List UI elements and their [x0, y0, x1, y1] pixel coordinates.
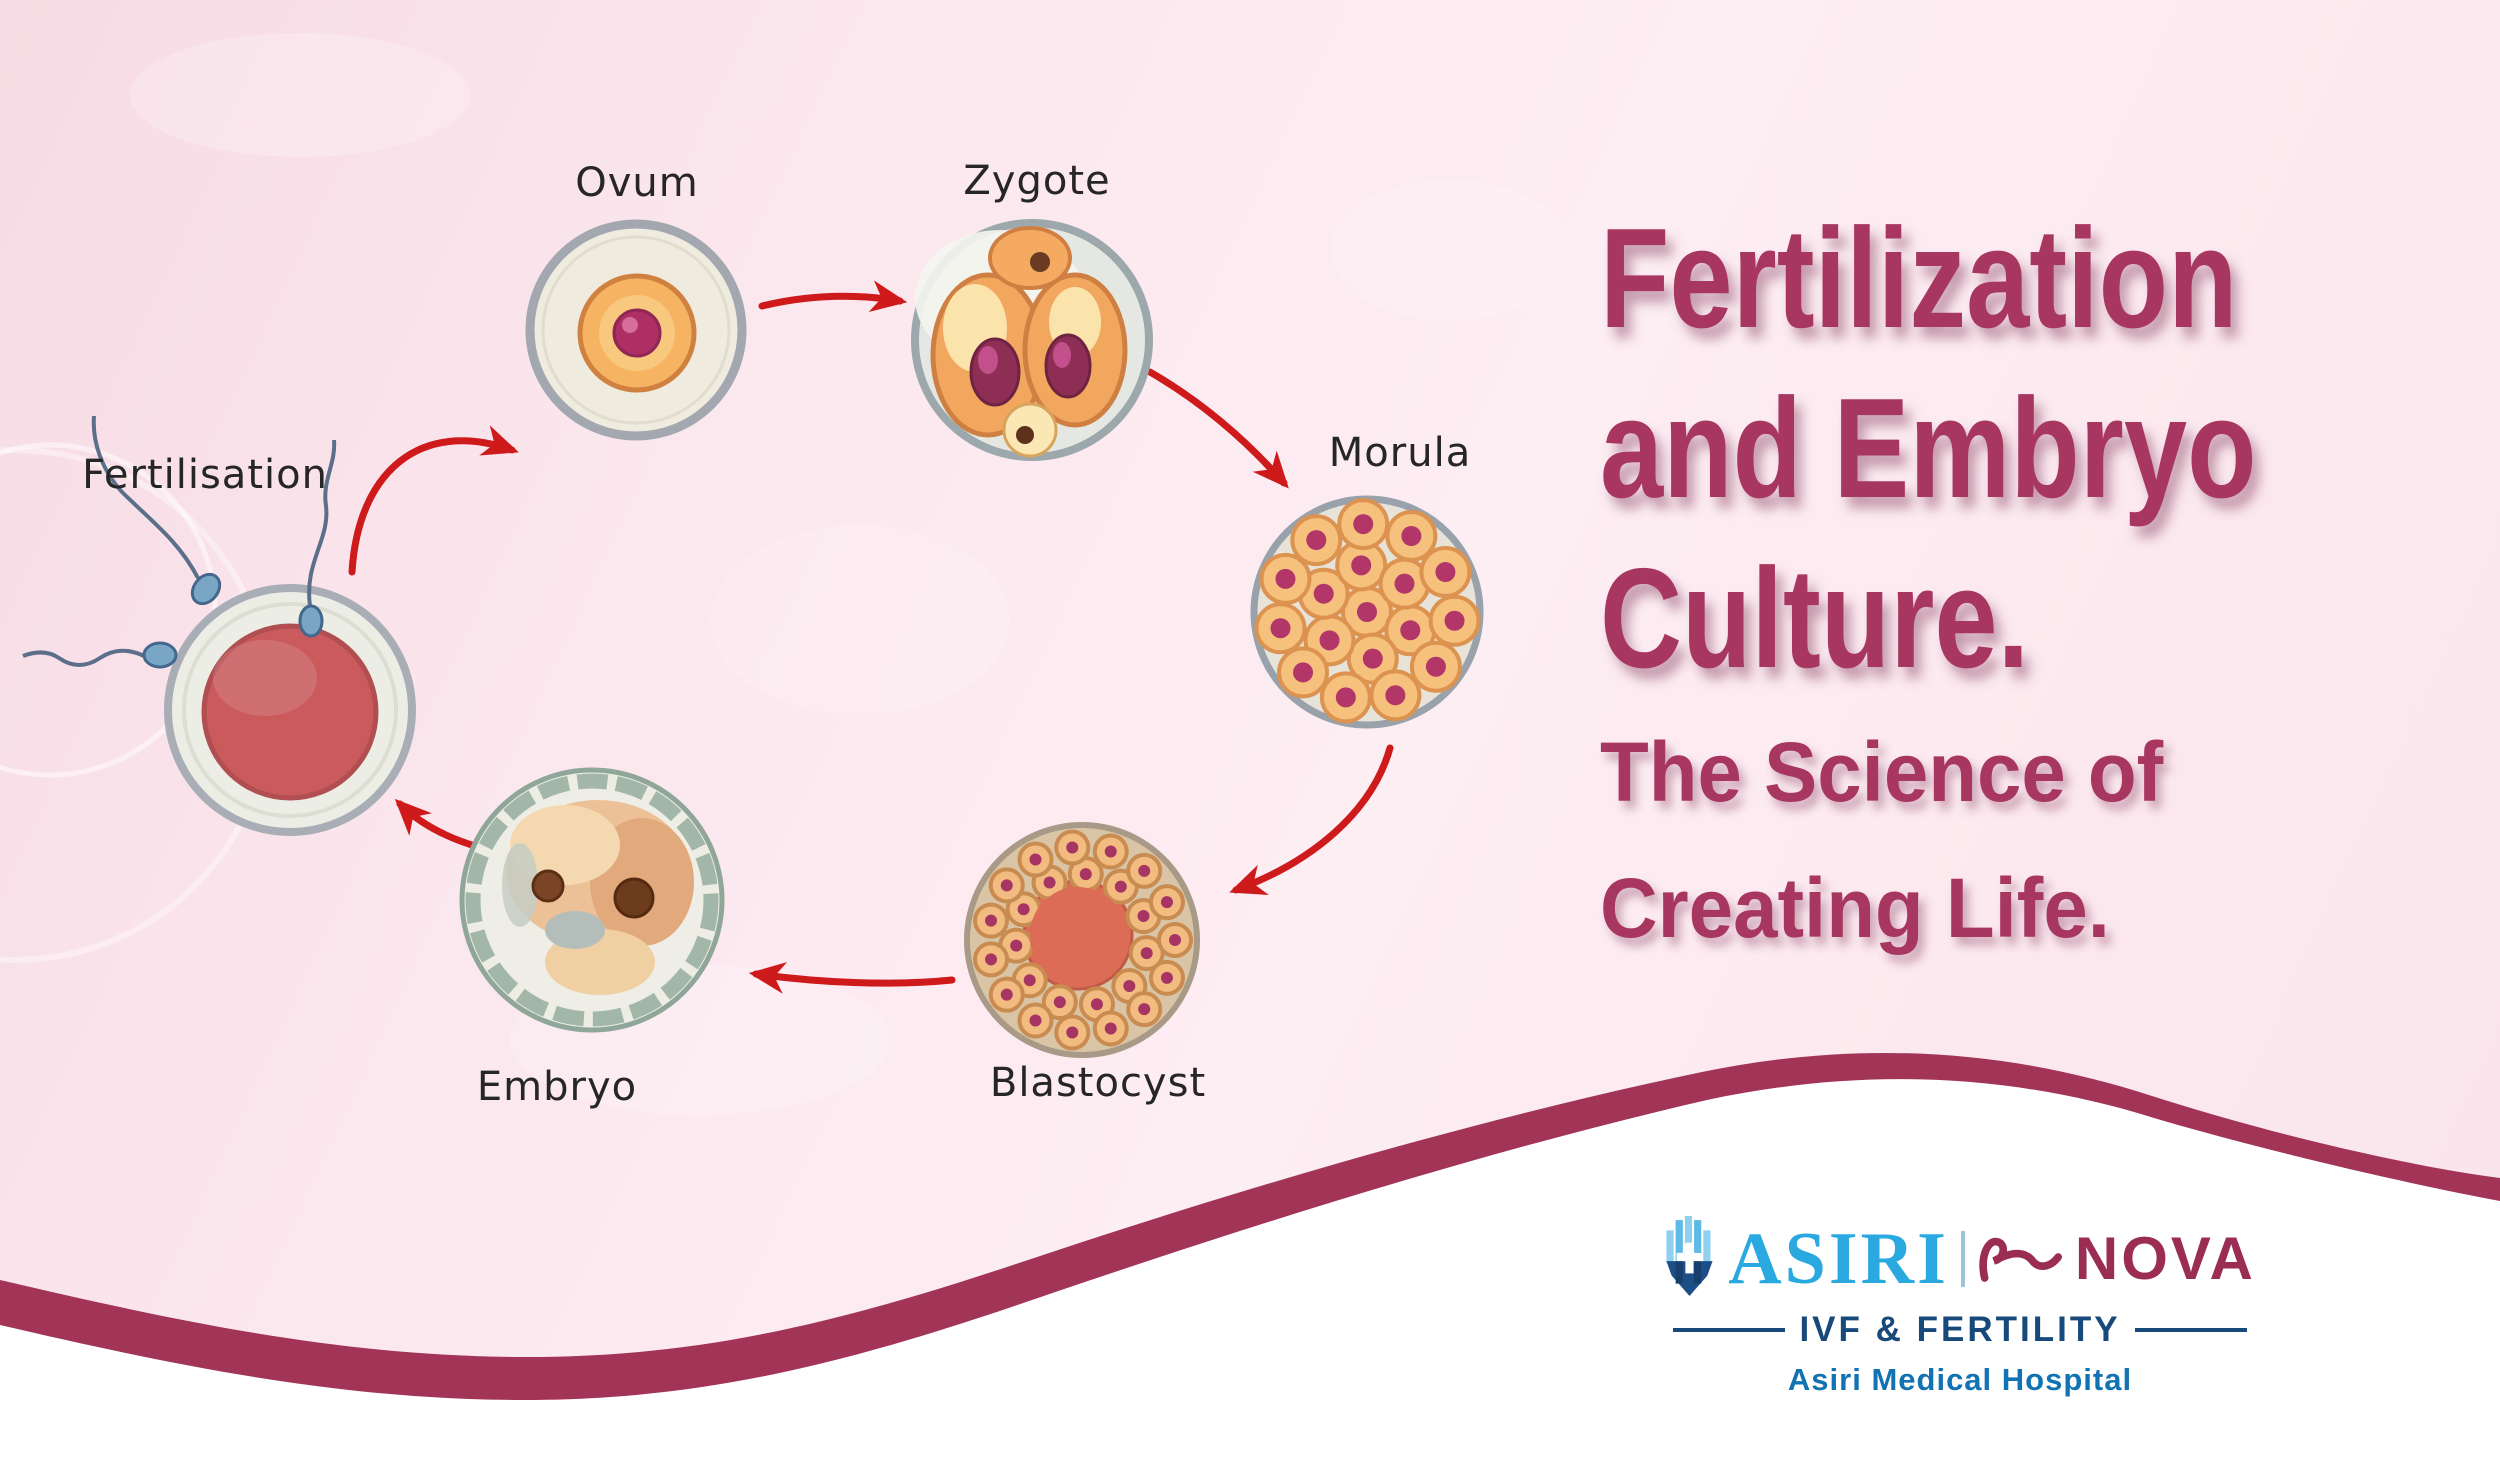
arrow-ovum-to-zygote	[758, 280, 908, 313]
stage-label-ovum: Ovum	[575, 160, 699, 206]
headline-block: Fertilization and Embryo Culture. The Sc…	[1600, 194, 2421, 976]
logo-division-row: IVF & FERTILITY	[1673, 1310, 2247, 1350]
headline-line-2: and Embryo	[1600, 369, 2257, 528]
brand-asiri-text: ASIRI	[1728, 1218, 1949, 1300]
zygote-illustration	[911, 219, 1153, 461]
nova-swoosh-icon	[1977, 1228, 2063, 1291]
asiri-nova-logo: ASIRI NOVA IVF & FERTILITY Asiri Medical…	[1666, 1215, 2253, 1398]
headline-subline-2: Creating Life.	[1600, 861, 2110, 955]
arrow-fertilisation-to-ovum	[348, 425, 519, 576]
asiri-shield-icon	[1664, 1215, 1716, 1303]
ovum-illustration	[525, 219, 747, 441]
embryo-illustration	[459, 767, 725, 1033]
morula-illustration	[1250, 495, 1484, 729]
brand-nova-text: NOVA	[2074, 1225, 2256, 1292]
hospital-name-text: Asiri Medical Hospital	[1787, 1362, 2133, 1397]
division-text: IVF & FERTILITY	[1799, 1310, 2121, 1349]
headline-line-1: Fertilization	[1600, 199, 2238, 358]
stage-label-fertilisation: Fertilisation	[82, 452, 328, 498]
division-line-left	[1673, 1328, 1786, 1332]
logo-divider	[1960, 1231, 1965, 1287]
wave-white-foreground	[0, 1079, 2500, 1458]
blastocyst-illustration	[964, 822, 1200, 1058]
logo-brand-row: ASIRI NOVA	[1664, 1215, 2256, 1303]
stage-label-morula: Morula	[1328, 430, 1472, 476]
stage-label-blastocyst: Blastocyst	[989, 1060, 1207, 1106]
division-line-right	[2134, 1328, 2247, 1332]
arrow-zygote-to-morula	[1146, 368, 1289, 489]
headline-subline-1: The Science of	[1600, 725, 2164, 819]
background-decor	[0, 33, 1570, 1115]
arrow-blastocyst-to-embryo	[748, 962, 956, 994]
fertilisation-illustration	[22, 415, 416, 836]
stage-label-embryo: Embryo	[476, 1064, 638, 1110]
headline-line-3: Culture.	[1600, 539, 2030, 698]
stage-label-zygote: Zygote	[963, 158, 1111, 204]
arrow-morula-to-blastocyst	[1229, 744, 1394, 895]
